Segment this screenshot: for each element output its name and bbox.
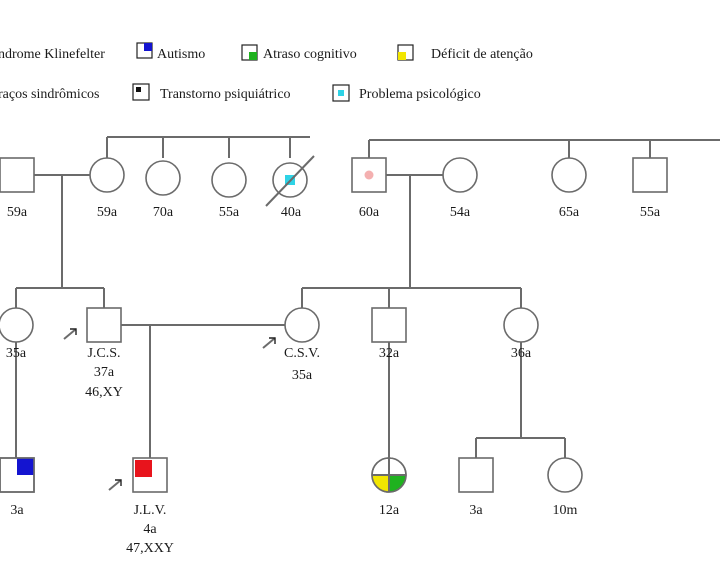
generation-1: 59a 59a 70a 55a 40a 60a 54a 65a 55a: [0, 155, 668, 220]
legend: ndrome Klinefelter Autismo Atraso cognit…: [0, 42, 533, 102]
age-label: 55a: [219, 205, 240, 220]
arrow-icon: [262, 337, 276, 349]
legend-item-atraso-cognitivo: Atraso cognitivo: [241, 44, 357, 62]
klinefelter-marker: [135, 460, 152, 477]
arrow-icon-shaft: [262, 337, 276, 349]
legend-item-autismo: Autismo: [136, 42, 205, 62]
generation-3: 3a J.L.V. 4a 47,XXY 12a 3a 10m: [0, 457, 583, 556]
individual-g3-f2: [547, 457, 583, 493]
legend-swatch-deficit-atencao: [398, 52, 406, 60]
age-label: 70a: [153, 205, 174, 220]
individual-g3-m2: [458, 457, 494, 493]
individual-g2-f1: [0, 307, 34, 343]
name-label: J.C.S.: [87, 346, 120, 361]
syndromic-traits-marker: [364, 170, 374, 180]
age-label: 59a: [7, 205, 28, 220]
individual-g1-m3: [632, 157, 668, 193]
individual-g1-f1: [89, 157, 125, 193]
age-label: 35a: [6, 346, 27, 361]
arrow-icon-head: [115, 479, 122, 486]
arrow-icon-shaft: [63, 328, 77, 340]
legend-label-problema-psicologico: Problema psicológico: [359, 87, 481, 102]
individual-g2-m2: [371, 307, 407, 343]
individual-g1-f2: [145, 160, 181, 196]
legend-item-transtorno-psiquiatrico: Transtorno psiquiátrico: [132, 83, 291, 102]
individual-g2-f3: [503, 307, 539, 343]
individual-g2-csv: [284, 307, 320, 343]
legend-item-klinefelter: ndrome Klinefelter: [0, 47, 105, 62]
deceased-slash: [265, 155, 315, 207]
legend-label-deficit-atencao: Déficit de atenção: [431, 47, 533, 62]
individual-g1-m1: [0, 157, 35, 193]
age-label: 35a: [292, 368, 313, 383]
age-label: 36a: [511, 346, 532, 361]
individual-g1-f5: [442, 157, 478, 193]
legend-swatch-problema-psicologico: [338, 90, 344, 96]
age-label: 12a: [379, 503, 400, 518]
legend-item-tracos-sindromicos: raços sindrômicos: [0, 87, 99, 102]
individual-g1-f3: [211, 162, 247, 198]
legend-item-deficit-atencao: Déficit de atenção: [397, 44, 533, 62]
legend-label-autismo: Autismo: [157, 47, 205, 62]
individual-g1-f6: [551, 157, 587, 193]
name-label: J.L.V.: [134, 503, 167, 518]
age-label: 32a: [379, 346, 400, 361]
individual-g3-f1: [371, 457, 407, 493]
age-label: 10m: [553, 503, 578, 518]
legend-label-transtorno-psiquiatrico: Transtorno psiquiátrico: [160, 87, 291, 102]
age-label: 59a: [97, 205, 118, 220]
arrow-icon: [63, 328, 77, 340]
legend-swatch-transtorno-psiquiatrico: [136, 87, 141, 92]
karyotype-label: 47,XXY: [126, 541, 174, 556]
pedigree-lines: [15, 136, 720, 458]
age-label: 55a: [640, 205, 661, 220]
legend-label-atraso-cognitivo: Atraso cognitivo: [263, 47, 357, 62]
name-label: C.S.V.: [284, 346, 320, 361]
legend-swatch-atraso-cognitivo: [249, 52, 257, 60]
individual-g2-jcs: [86, 307, 122, 343]
individual-g3-m1-outline: [0, 457, 35, 493]
arrow-icon-head: [269, 337, 276, 344]
age-label: 4a: [143, 522, 157, 537]
legend-label-tracos-sindromicos: raços sindrômicos: [0, 87, 99, 102]
age-label: 54a: [450, 205, 471, 220]
age-label: 3a: [10, 503, 24, 518]
cognitive-delay-marker: [389, 475, 406, 492]
legend-item-problema-psicologico: Problema psicológico: [332, 84, 481, 102]
karyotype-label: 46,XY: [85, 385, 123, 400]
age-label: 40a: [281, 205, 302, 220]
arrow-icon: [108, 479, 122, 491]
age-label: 60a: [359, 205, 380, 220]
legend-label-klinefelter: ndrome Klinefelter: [0, 47, 105, 62]
individual-g1-m2: [351, 157, 387, 193]
generation-2: 35a J.C.S. 37a 46,XY C.S.V. 35a 32a 36a: [0, 307, 539, 400]
arrow-icon-head: [70, 328, 77, 335]
age-label: 3a: [469, 503, 483, 518]
arrow-icon-shaft: [108, 479, 122, 491]
attention-deficit-marker: [372, 475, 389, 492]
legend-swatch-autismo: [144, 43, 152, 51]
age-label: 37a: [94, 365, 115, 380]
individual-g3-f1-outline: [371, 457, 407, 493]
age-label: 65a: [559, 205, 580, 220]
autism-marker: [17, 458, 34, 475]
